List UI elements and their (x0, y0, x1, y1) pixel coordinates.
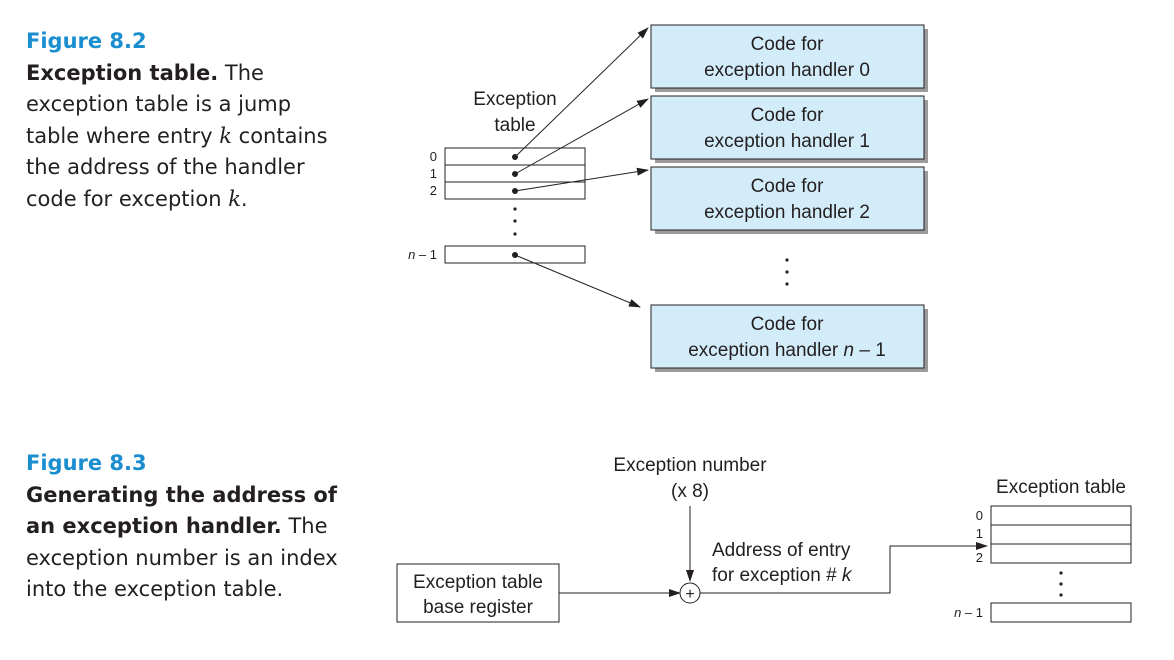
index-n-minus-1: n – 1 (408, 247, 437, 262)
pointer-arrows (514, 27, 649, 308)
figure-8-2-var-k: k (219, 123, 232, 148)
handler-box-1 (650, 95, 925, 160)
figure-8-3-label: Figure 8.3 (26, 451, 147, 475)
handler-boxes (650, 24, 928, 372)
handler-box-0 (650, 24, 925, 89)
handler-2-line2: exception handler 2 (704, 202, 870, 223)
exception-number-line2: (x 8) (671, 481, 709, 502)
table2-index-0: 0 (976, 508, 983, 523)
pointer-dots (512, 154, 518, 258)
table2-row-n-minus-1 (990, 602, 1132, 623)
arrow-to-handler-0 (514, 27, 649, 158)
arrow-to-handler-2 (514, 167, 649, 192)
handler-box-2 (650, 166, 925, 231)
address-line2: for exception # k (712, 565, 853, 586)
index-1: 1 (430, 166, 437, 181)
handler-2-line1: Code for (751, 176, 825, 197)
table2-row-0 (990, 505, 1132, 526)
figure-8-2-label: Figure 8.2 (26, 29, 147, 53)
handler-0-line2: exception handler 0 (704, 60, 870, 81)
handler-1-line2: exception handler 1 (704, 131, 870, 152)
index-2: 2 (430, 183, 437, 198)
exception-number-line1: Exception number (613, 455, 767, 476)
figure-8-2-diagram: Exception table 0 1 2 n – 1 (408, 24, 928, 372)
figure-8-3-diagram: Exception number (x 8) Exception table b… (396, 455, 1132, 623)
table2-index-n-minus-1: n – 1 (954, 605, 983, 620)
base-register-line1: Exception table (413, 572, 543, 593)
address-path-arrow (700, 542, 988, 594)
table2-ellipsis (1059, 571, 1063, 597)
figure-8-2-title: Exception table. (26, 60, 219, 85)
table-row-2 (444, 181, 586, 200)
figure-8-2-body-1: The exception table is a jump table wher… (26, 60, 292, 148)
table2-row-2 (990, 543, 1132, 564)
adder-symbol: + (685, 586, 694, 603)
table-row-n-minus-1 (444, 245, 586, 264)
exception-table-2-rows (990, 505, 1132, 623)
table2-row-1 (990, 524, 1132, 545)
handler-1-line1: Code for (751, 105, 825, 126)
handler-ellipsis (785, 258, 789, 286)
figure-8-2-body-3: . (240, 186, 248, 211)
handler-n-minus-1-line2: exception handler n – 1 (688, 340, 886, 361)
handler-0-line1: Code for (751, 34, 825, 55)
exception-table-label-line1: Exception (473, 89, 556, 110)
figure-8-2-caption: Figure 8.2 Exception table. The exceptio… (26, 26, 346, 216)
arrow-to-handler-n-minus-1 (514, 254, 641, 308)
base-register-line2: base register (423, 597, 534, 618)
index-0: 0 (430, 149, 437, 164)
table2-index-1: 1 (976, 526, 983, 541)
table-ellipsis (513, 207, 517, 236)
arrow-to-handler-1 (514, 98, 649, 175)
exception-table-rows (444, 147, 586, 264)
figure-8-2-var-k-2: k (228, 186, 241, 211)
exception-table-label-line2: table (494, 115, 535, 136)
handler-n-minus-1-line1: Code for (751, 314, 825, 335)
exception-table-label: Exception table (996, 477, 1126, 498)
figure-8-3-caption: Figure 8.3 Generating the address of an … (26, 448, 346, 606)
address-line1: Address of entry (712, 540, 851, 561)
figure-8-2-body-2: contains the address of the handler code… (26, 123, 328, 211)
table2-index-2: 2 (976, 550, 983, 565)
figure-8-3-title: Generating the address of an exception h… (26, 482, 337, 539)
handler-box-n-minus-1 (650, 304, 925, 369)
figure-8-3-body: The exception number is an index into th… (26, 514, 338, 602)
